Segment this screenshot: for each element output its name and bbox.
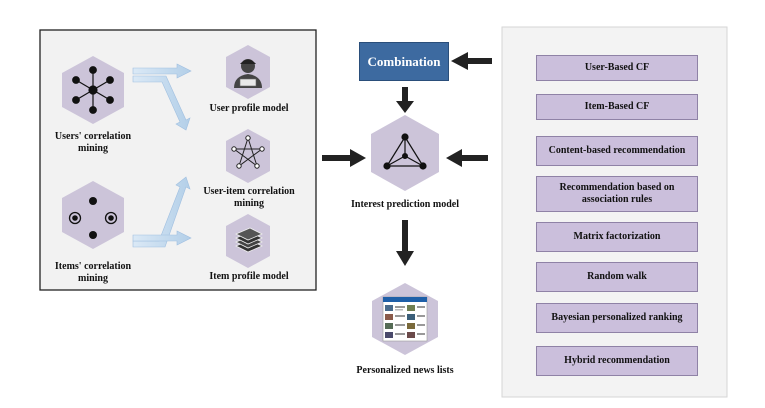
combination-label: Combination: [367, 53, 441, 69]
user-item-correlation-label: User-item correlation mining: [203, 186, 295, 209]
method-bayesian-ranking: Bayesian personalized ranking: [536, 303, 698, 333]
method-random-walk: Random walk: [536, 262, 698, 292]
methods-panel: [501, 26, 728, 398]
pentagram-graph-icon: [231, 135, 265, 169]
method-user-based-cf: User-Based CF: [536, 55, 698, 81]
star-network-icon: [72, 66, 114, 114]
method-association-rules: Recommendation based on association rule…: [536, 176, 698, 212]
methods-to-combination-arrow: [451, 52, 492, 70]
method-item-based-cf: Item-Based CF: [536, 94, 698, 120]
mining-to-interest-arrow: [322, 149, 366, 167]
items-to-profile-flow-arrow: [132, 230, 192, 246]
user-profile-model-label: User profile model: [209, 103, 289, 114]
news-screen-icon: [382, 296, 428, 342]
interest-to-news-arrow: [396, 220, 414, 266]
items-correlation-label: Items' correlation mining: [54, 261, 132, 284]
method-matrix-factorization: Matrix factorization: [536, 222, 698, 252]
users-to-user-item-flow-arrow: [132, 75, 191, 131]
users-correlation-label: Users' correlation mining: [54, 131, 132, 154]
combination-box: Combination: [359, 42, 449, 81]
layer-stack-icon: [235, 227, 263, 253]
method-hybrid: Hybrid recommendation: [536, 346, 698, 376]
personalized-news-lists-label: Personalized news lists: [356, 365, 454, 376]
method-content-based: Content-based recommendation: [536, 136, 698, 166]
interest-prediction-model-label: Interest prediction model: [351, 199, 459, 210]
dots-cluster-icon: [68, 197, 118, 239]
triangle-graph-icon: [383, 133, 427, 170]
users-to-profile-flow-arrow: [132, 63, 192, 79]
items-hexagon: [62, 181, 124, 249]
user-item-hexagon: [226, 129, 270, 183]
items-to-user-item-flow-arrow: [132, 176, 191, 248]
combination-to-interest-arrow: [396, 87, 414, 113]
user-avatar-icon: [234, 59, 262, 88]
item-profile-model-label: Item profile model: [209, 271, 289, 282]
methods-to-interest-arrow: [446, 149, 488, 167]
